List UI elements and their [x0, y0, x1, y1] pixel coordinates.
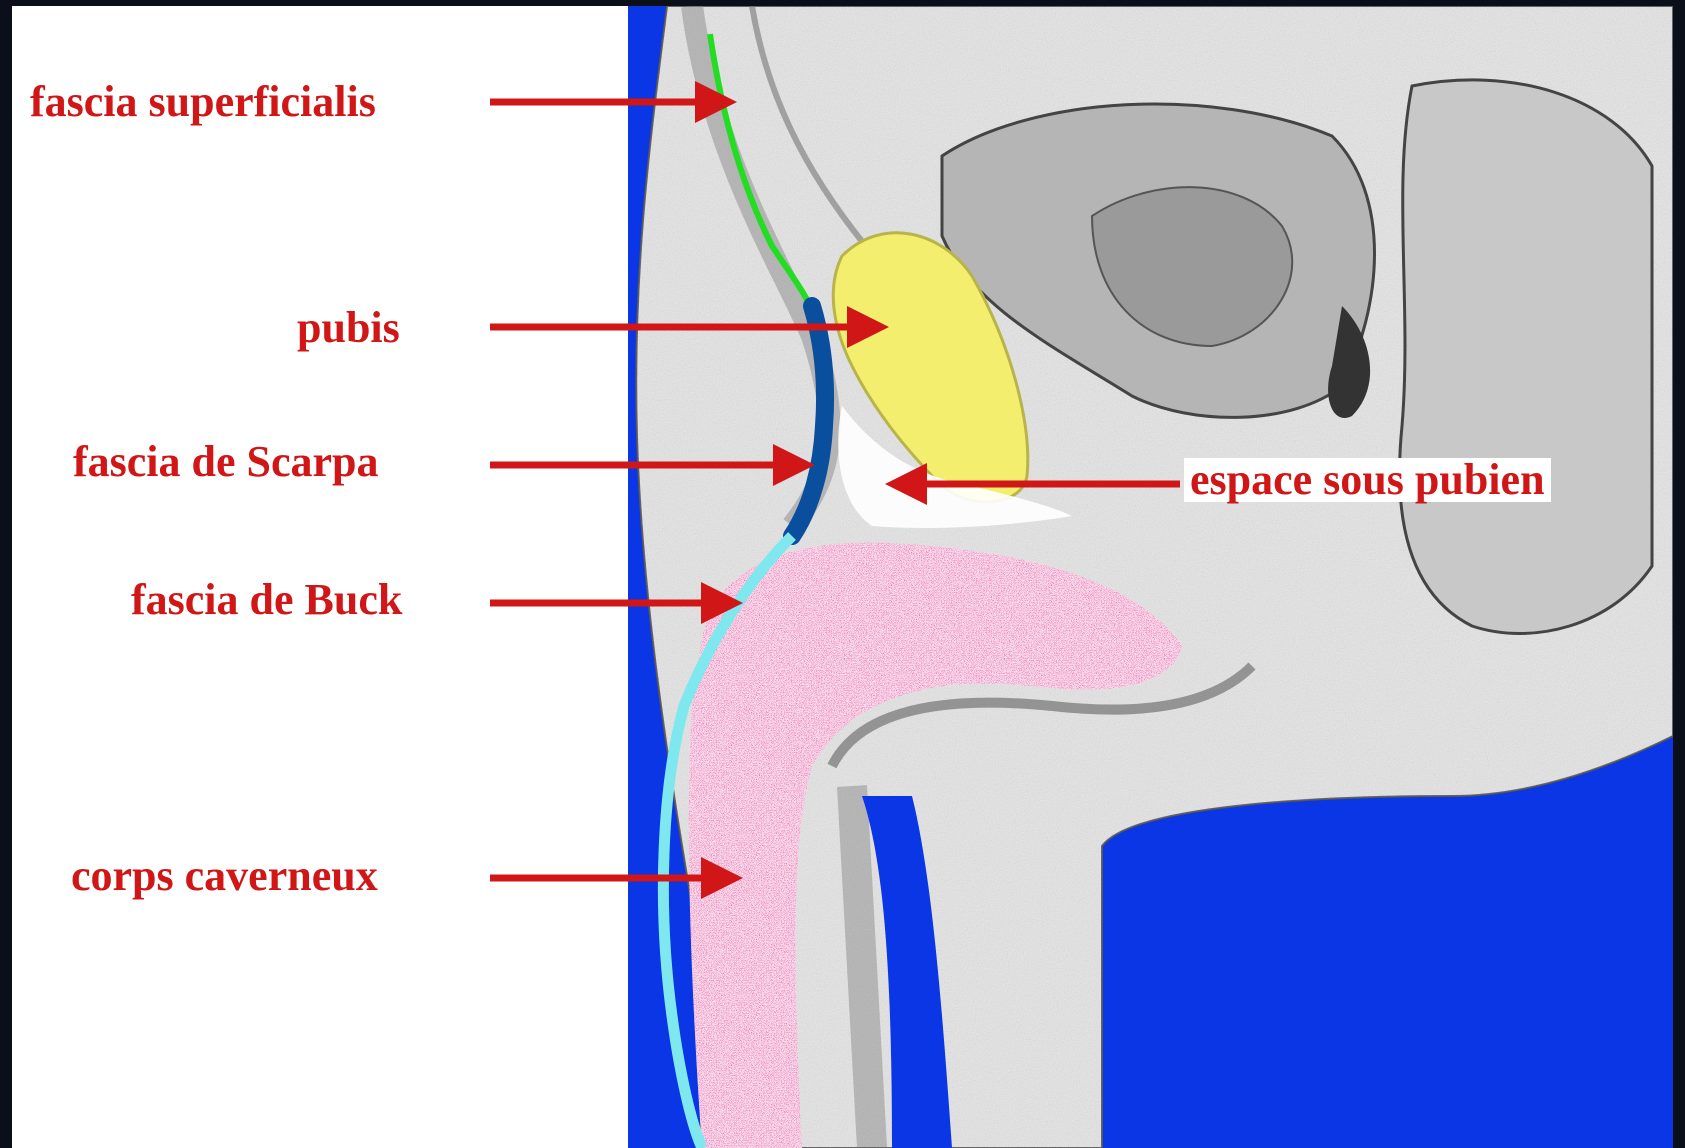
rectum-outline	[1400, 80, 1652, 634]
label-fascia-superficialis: fascia superficialis	[30, 80, 376, 124]
label-fascia-de-buck: fascia de Buck	[131, 578, 402, 622]
label-pubis: pubis	[297, 306, 400, 350]
label-espace-sous-pubien: espace sous pubien	[1184, 458, 1551, 502]
label-fascia-de-scarpa: fascia de Scarpa	[73, 440, 379, 484]
anatomy-figure: fascia superficialis pubis fascia de Sca…	[12, 6, 1673, 1148]
label-corps-caverneux: corps caverneux	[71, 854, 378, 898]
